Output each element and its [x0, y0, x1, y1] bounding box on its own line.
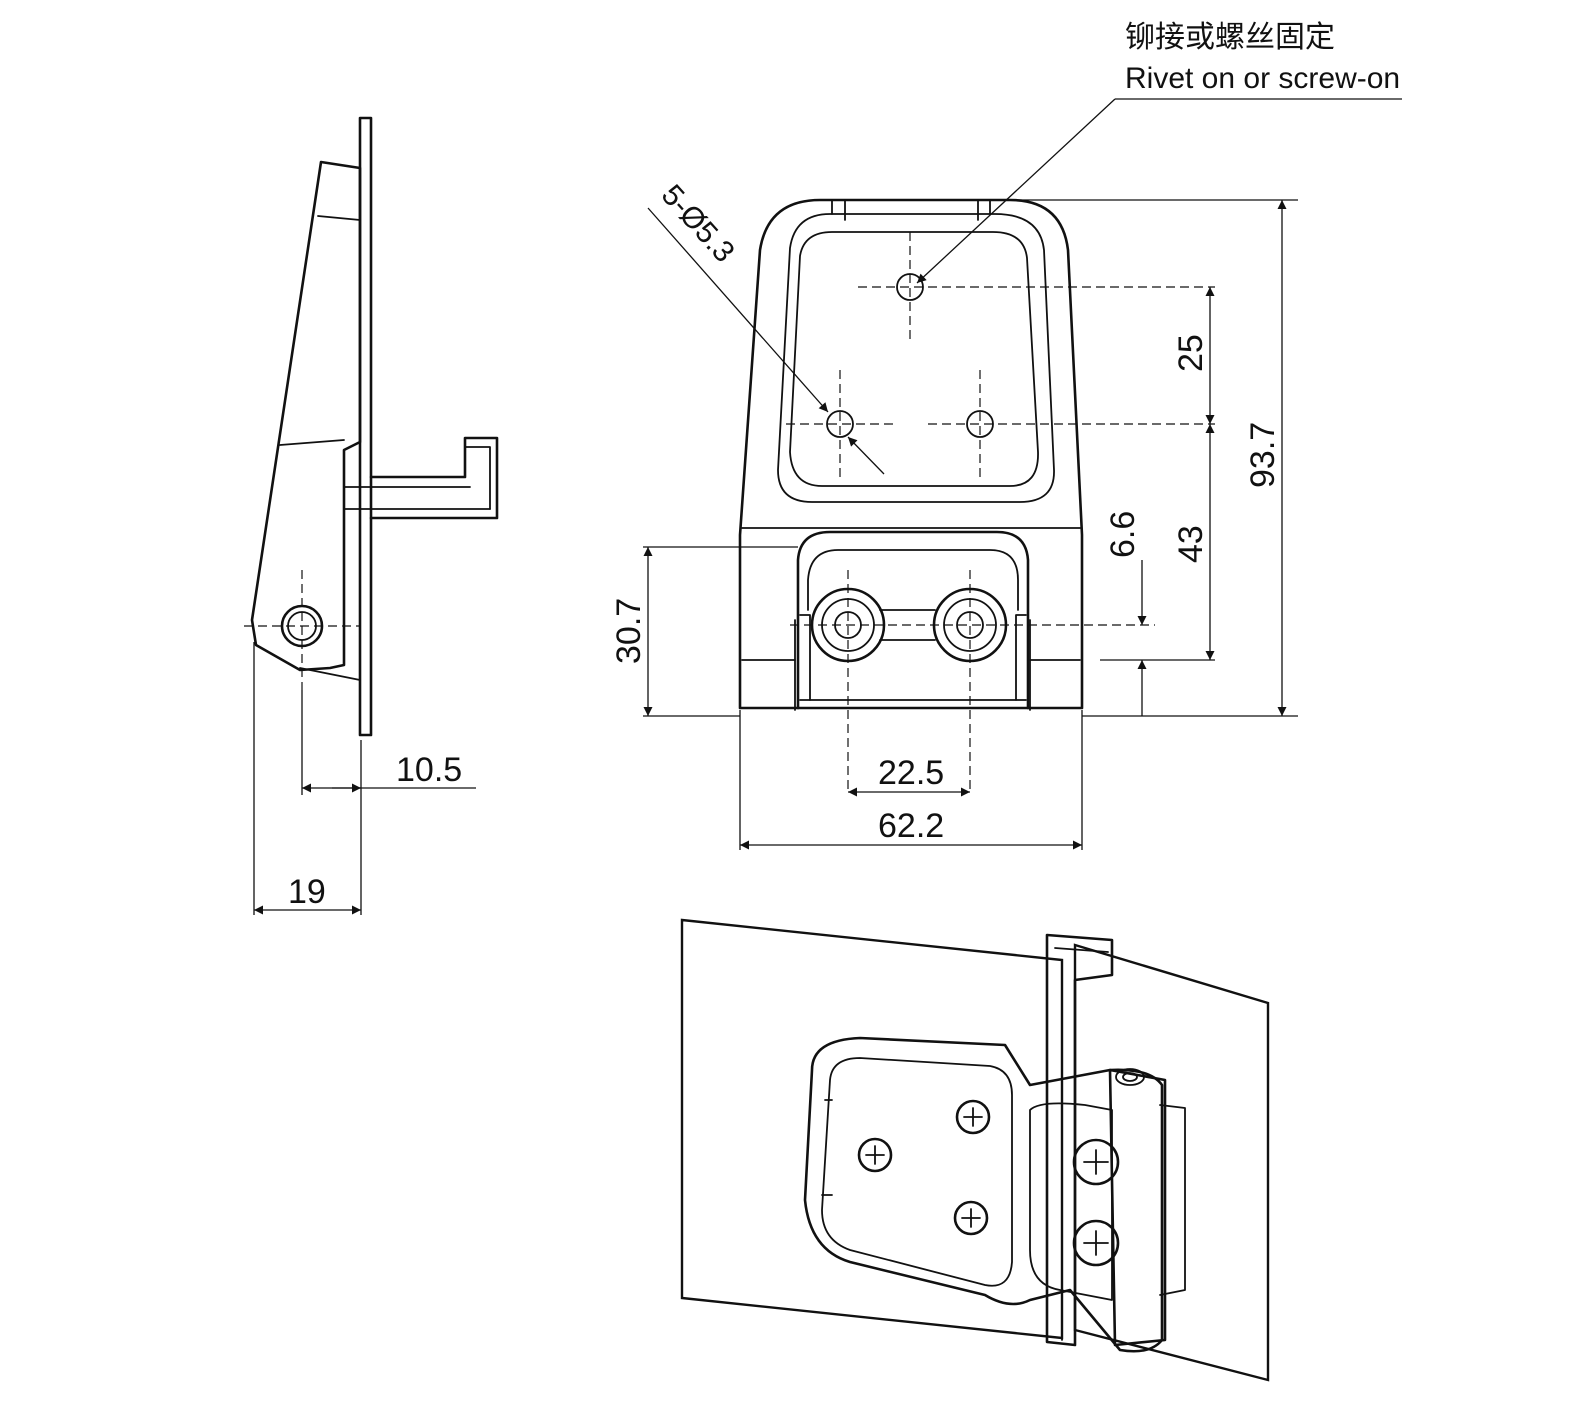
dim-side-offset: 10.5	[396, 751, 462, 789]
hinge-hole-right	[932, 570, 1008, 790]
dim-hole-spacing-vertical: 25	[1172, 334, 1210, 372]
dim-overall-width: 62.2	[878, 807, 944, 845]
mounting-hole-left	[786, 370, 895, 478]
screw-head-icon	[1072, 1219, 1120, 1267]
mounting-hole-right	[928, 370, 1215, 478]
hinge-hole-left	[810, 570, 886, 790]
dim-hinge-hole-spacing: 22.5	[878, 754, 944, 792]
dim-hinge-offset: 6.6	[1104, 511, 1142, 558]
screw-head-icon	[1072, 1138, 1120, 1186]
hole-callout-label: 5-Ø5.3	[655, 179, 741, 269]
dim-base-height: 30.7	[610, 598, 648, 664]
screw-head-icon	[955, 1099, 991, 1135]
front-view	[738, 198, 1215, 790]
mounting-hole-top	[858, 232, 1215, 340]
side-dimensions: 10.5 19	[253, 642, 476, 915]
side-view	[244, 116, 499, 737]
rivet-annotation: 铆接或螺丝固定 Rivet on or screw-on	[916, 20, 1402, 284]
dim-overall-height: 93.7	[1244, 422, 1282, 488]
annotation-english: Rivet on or screw-on	[1125, 62, 1400, 95]
dim-side-depth: 19	[288, 873, 326, 911]
annotation-chinese: 铆接或螺丝固定	[1125, 20, 1335, 55]
front-dimensions: 25 43 93.7 6.6 30.7 22.5 62.2	[610, 199, 1298, 850]
isometric-view	[680, 918, 1270, 1382]
screw-head-icon	[953, 1200, 989, 1236]
dim-lower-hole-span: 43	[1172, 525, 1210, 563]
screw-head-icon	[857, 1137, 893, 1173]
hole-callout: 5-Ø5.3	[647, 179, 885, 475]
